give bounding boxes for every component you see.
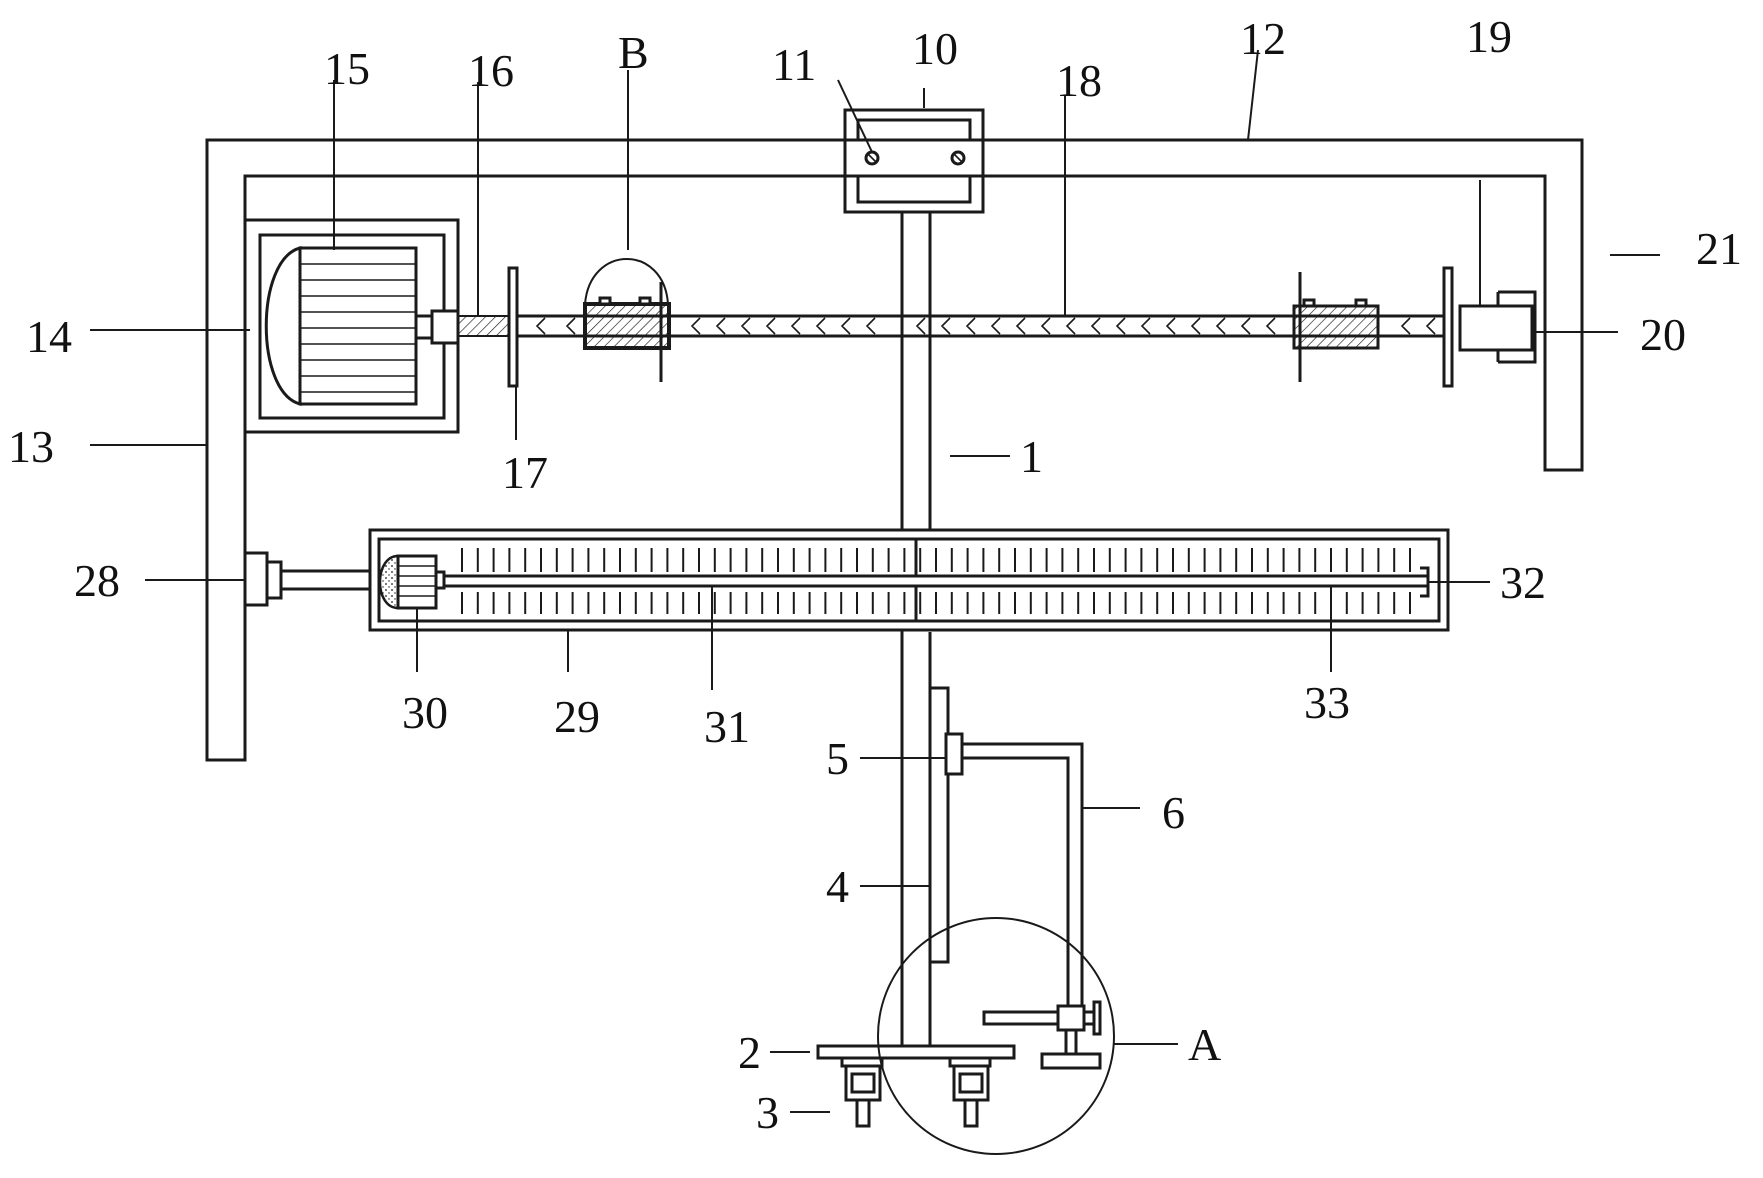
hanger-block <box>843 108 985 214</box>
spray-tube <box>368 528 1450 632</box>
label-21: 21 <box>1696 223 1742 274</box>
label-30: 30 <box>402 687 448 738</box>
label-32: 32 <box>1500 557 1546 608</box>
label-3: 3 <box>756 1087 779 1138</box>
base-plate <box>816 1044 1016 1060</box>
leader-lines <box>90 49 1660 1113</box>
label-1: 1 <box>1020 431 1043 482</box>
bolt-right <box>950 150 966 166</box>
label-2: 2 <box>738 1027 761 1078</box>
detail-circle-b <box>584 258 669 305</box>
bearing-plates <box>507 266 1454 388</box>
motor-housing <box>243 218 460 434</box>
label-a: A <box>1188 1019 1221 1070</box>
nozzles <box>461 548 1411 614</box>
label-10: 10 <box>912 23 958 74</box>
label-b: B <box>618 27 649 78</box>
nut-blocks <box>583 272 1380 382</box>
frame <box>205 138 1584 762</box>
label-33: 33 <box>1304 677 1350 728</box>
central-post <box>900 212 932 1052</box>
label-20: 20 <box>1640 309 1686 360</box>
label-5: 5 <box>826 733 849 784</box>
label-11: 11 <box>772 39 816 90</box>
label-4: 4 <box>826 861 849 912</box>
label-13: 13 <box>8 421 54 472</box>
side-rail <box>928 686 1084 1010</box>
label-12: 12 <box>1240 13 1286 64</box>
end-bearing <box>1458 290 1537 364</box>
detail-circle-a <box>877 917 1115 1155</box>
spray-motor <box>378 554 1430 610</box>
label-19: 19 <box>1466 11 1512 62</box>
inlet-pipe <box>243 551 370 607</box>
caster-wheels <box>840 1056 992 1128</box>
label-15: 15 <box>324 43 370 94</box>
label-14: 14 <box>26 311 72 362</box>
label-16: 16 <box>468 45 514 96</box>
adjusting-screw <box>982 1000 1102 1070</box>
label-29: 29 <box>554 691 600 742</box>
label-18: 18 <box>1056 55 1102 106</box>
label-17: 17 <box>502 447 548 498</box>
label-28: 28 <box>74 555 120 606</box>
callout-labels: 1 2 3 4 5 6 10 11 12 13 14 15 16 17 18 1… <box>8 11 1742 1138</box>
label-6: 6 <box>1162 787 1185 838</box>
label-31: 31 <box>704 701 750 752</box>
